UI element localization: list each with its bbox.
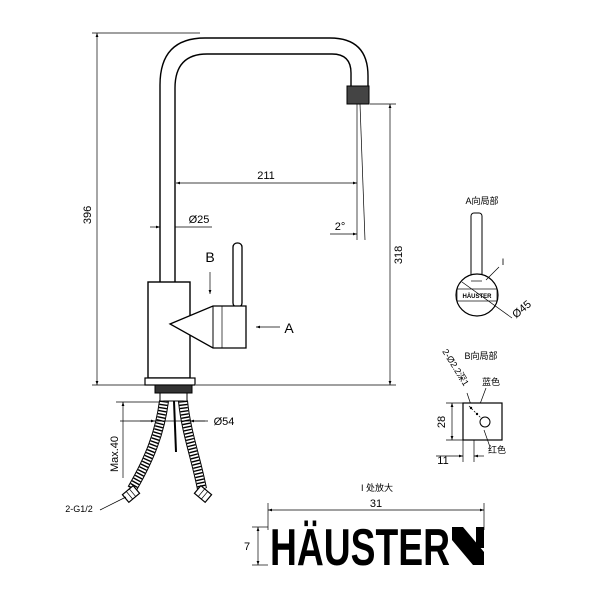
stream-angle-label: 2° bbox=[335, 221, 346, 233]
mounting-rod bbox=[173, 400, 177, 453]
detail-i-title: I 处放大 bbox=[361, 482, 393, 493]
dimension-base-diameter: Ø54 bbox=[120, 416, 234, 428]
blue-label: 蓝色 bbox=[482, 376, 500, 387]
handle-cartridge bbox=[168, 305, 247, 349]
dimension-spout-height: 318 bbox=[196, 103, 405, 386]
total-height-label: 396 bbox=[82, 206, 94, 224]
base-diameter-label: Ø54 bbox=[214, 416, 235, 428]
dimension-reach: 211 bbox=[176, 170, 357, 185]
mounting-shank bbox=[154, 384, 193, 394]
view-a-title: A向局部 bbox=[465, 195, 498, 206]
red-label: 红色 bbox=[488, 444, 506, 455]
hose-max-label: Max.40 bbox=[109, 436, 121, 472]
view-a-letter: A bbox=[284, 320, 294, 336]
view-a-handle-circle bbox=[455, 273, 499, 317]
view-marker-a: A bbox=[256, 320, 294, 336]
handle bbox=[168, 242, 247, 349]
handle-lever bbox=[232, 242, 243, 308]
logo-width-label: 31 bbox=[370, 498, 382, 510]
spout bbox=[159, 37, 370, 282]
hose-left bbox=[127, 400, 169, 492]
view-marker-b: B bbox=[205, 249, 215, 294]
view-a-lever bbox=[470, 212, 483, 282]
view-a-diameter-label: Ø45 bbox=[510, 298, 534, 321]
view-b-detail: B向局部 2-Ø2.2深1 蓝色 28 11 红色 bbox=[436, 347, 506, 467]
detail-i-logo: I 处放大 31 7 HÄUSTER bbox=[244, 482, 485, 577]
connection-label: 2-G1/2 bbox=[65, 504, 93, 514]
water-stream bbox=[356, 103, 366, 241]
logo-height-label: 7 bbox=[244, 541, 250, 553]
base-plate bbox=[144, 377, 196, 386]
reach-label: 211 bbox=[257, 170, 275, 182]
view-b-title: B向局部 bbox=[464, 350, 497, 361]
dimension-stream-angle: 2° bbox=[330, 221, 357, 236]
logo-mark-bar bbox=[476, 527, 484, 548]
dimension-total-height: 396 bbox=[82, 32, 200, 386]
spout-height-label: 318 bbox=[393, 246, 405, 264]
view-b-letter: B bbox=[205, 249, 214, 265]
view-b-bore bbox=[479, 416, 491, 428]
hose-right bbox=[178, 400, 207, 490]
connection-callout: 2-G1/2 bbox=[65, 496, 127, 514]
brand-logo: HÄUSTER bbox=[270, 519, 450, 577]
faucet-body bbox=[144, 281, 196, 402]
view-a-logo: HÄUSTER bbox=[462, 293, 492, 300]
tube-diameter-label: Ø25 bbox=[189, 214, 210, 226]
dimension-hose-max: Max.40 bbox=[109, 401, 160, 478]
main-view: 396 211 Ø25 2° bbox=[65, 32, 405, 514]
aerator bbox=[346, 85, 370, 105]
fitting-left bbox=[121, 484, 141, 504]
dimension-tube-diameter: Ø25 bbox=[150, 214, 212, 229]
logo-mark bbox=[452, 527, 484, 565]
view-a-detail: A向局部 HÄUSTER I Ø45 bbox=[455, 195, 534, 321]
view-b-offset-label: 11 bbox=[437, 455, 448, 467]
fitting-right bbox=[193, 484, 213, 504]
detail-marker-label: I bbox=[502, 257, 505, 267]
view-b-height-label: 28 bbox=[436, 416, 448, 428]
